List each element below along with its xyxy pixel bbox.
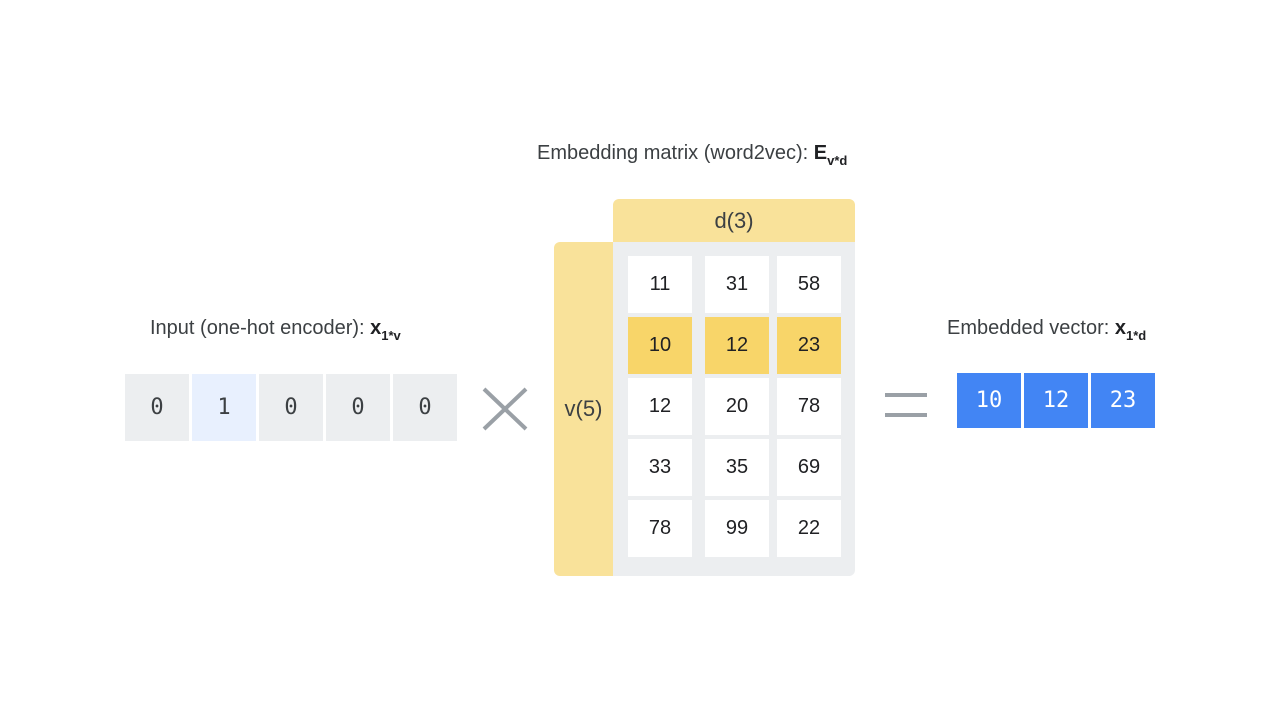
embedded-cell: 10	[957, 373, 1021, 428]
matrix-cell: 78	[777, 378, 841, 435]
output-caption-sub: 1*d	[1126, 328, 1147, 343]
matrix-cell: 35	[705, 439, 769, 496]
input-cell: 0	[259, 374, 323, 441]
embedding-matrix: 11 31 58 10 12 23 12 20 78 33 35 69 78 9…	[613, 242, 855, 576]
matrix-caption-text: Embedding matrix (word2vec):	[537, 142, 814, 164]
embedded-cell: 23	[1091, 373, 1155, 428]
input-caption: Input (one-hot encoder): x1*v	[150, 317, 401, 343]
matrix-cell-selected: 10	[628, 317, 692, 374]
matrix-cell: 33	[628, 439, 692, 496]
input-cell-hot: 1	[192, 374, 256, 441]
matrix-cell-selected: 12	[705, 317, 769, 374]
matrix-cell: 31	[705, 256, 769, 313]
output-caption-var: x	[1114, 317, 1126, 339]
matrix-cell: 20	[705, 378, 769, 435]
output-caption: Embedded vector: x1*d	[947, 317, 1146, 343]
equals-icon	[885, 393, 927, 417]
multiply-icon	[482, 387, 528, 431]
matrix-cell: 69	[777, 439, 841, 496]
matrix-caption-sub: v*d	[827, 153, 848, 168]
matrix-cell-selected: 23	[777, 317, 841, 374]
input-cell: 0	[393, 374, 457, 441]
matrix-cell: 99	[705, 500, 769, 557]
input-cell: 0	[125, 374, 189, 441]
matrix-cell: 11	[628, 256, 692, 313]
matrix-caption-var: E	[813, 142, 828, 164]
embedded-vector: 10 12 23	[957, 373, 1155, 428]
input-caption-var: x	[370, 317, 382, 339]
input-cell: 0	[326, 374, 390, 441]
matrix-column-header: d(3)	[613, 199, 855, 242]
output-caption-text: Embedded vector:	[947, 317, 1115, 339]
input-vector: 0 1 0 0 0	[125, 374, 457, 441]
matrix-cell: 78	[628, 500, 692, 557]
matrix-cell: 58	[777, 256, 841, 313]
matrix-row-header: v(5)	[554, 242, 613, 576]
matrix-caption: Embedding matrix (word2vec): Ev*d	[537, 142, 847, 168]
matrix-cell: 12	[628, 378, 692, 435]
input-caption-text: Input (one-hot encoder):	[150, 317, 371, 339]
matrix-cell: 22	[777, 500, 841, 557]
input-caption-sub: 1*v	[381, 328, 401, 343]
embedded-cell: 12	[1024, 373, 1088, 428]
